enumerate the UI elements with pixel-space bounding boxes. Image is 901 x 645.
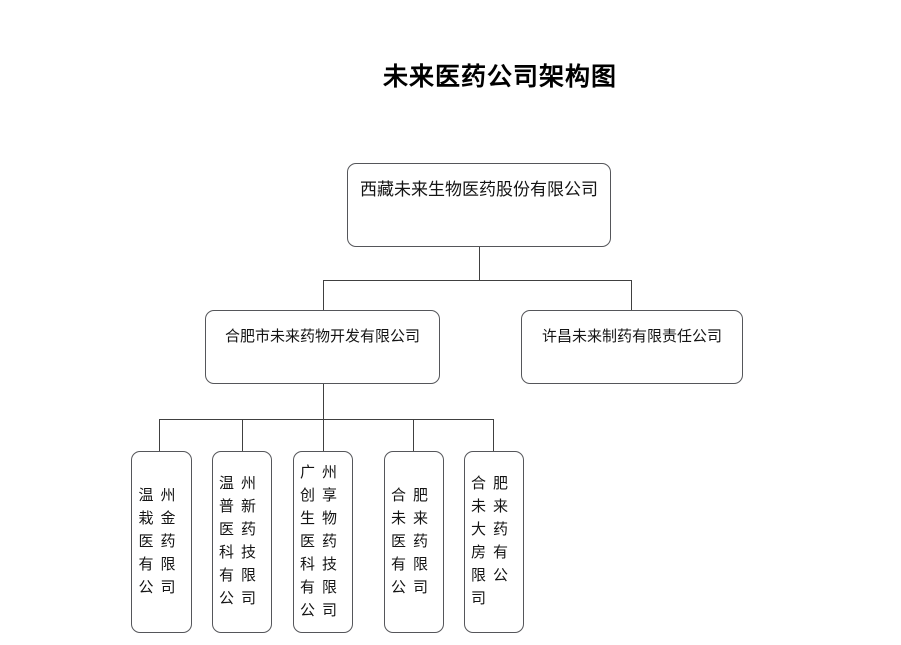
org-node-level3-hefei-weilai-pharma: 合肥未来医药有限公司 [384, 451, 444, 633]
org-node-label: 合肥未来医药有限公司 [391, 487, 436, 596]
connector-drop-level3-5 [493, 419, 494, 451]
org-node-level3-wenzhou-puxin: 温州普新医药科技有限公司 [212, 451, 272, 633]
connector-drop-level3-2 [242, 419, 243, 451]
org-node-level3-guangzhou-chuangxiang: 广州创享生物医药科技有限公司 [293, 451, 353, 633]
connector-drop-level2-right [631, 280, 632, 310]
connector-drop-level2-left [323, 280, 324, 310]
org-node-label: 合肥未来大药房有限公司 [471, 476, 516, 607]
connector-root-stem [479, 247, 480, 280]
org-node-level2-xuchang-pharma: 许昌未来制药有限责任公司 [521, 310, 743, 384]
connector-drop-level3-3 [323, 419, 324, 451]
connector-level2-crossbar [323, 280, 632, 281]
org-node-label: 温州普新医药科技有限公司 [219, 476, 264, 607]
connector-drop-level3-1 [159, 419, 160, 451]
org-node-root: 西藏未来生物医药股份有限公司 [347, 163, 611, 247]
connector-level2-left-stem [323, 384, 324, 419]
connector-level3-crossbar [159, 419, 494, 420]
org-node-label: 温州栽金医药有限公司 [138, 487, 183, 596]
chart-title: 未来医药公司架构图 [383, 63, 618, 91]
org-node-level2-hefei-development: 合肥市未来药物开发有限公司 [205, 310, 440, 384]
org-node-level3-hefei-weilai-drugstore: 合肥未来大药房有限公司 [464, 451, 524, 633]
org-node-level3-wenzhou-zaijin: 温州栽金医药有限公司 [131, 451, 192, 633]
connector-drop-level3-4 [413, 419, 414, 451]
org-node-label: 广州创享生物医药科技有限公司 [300, 464, 345, 619]
